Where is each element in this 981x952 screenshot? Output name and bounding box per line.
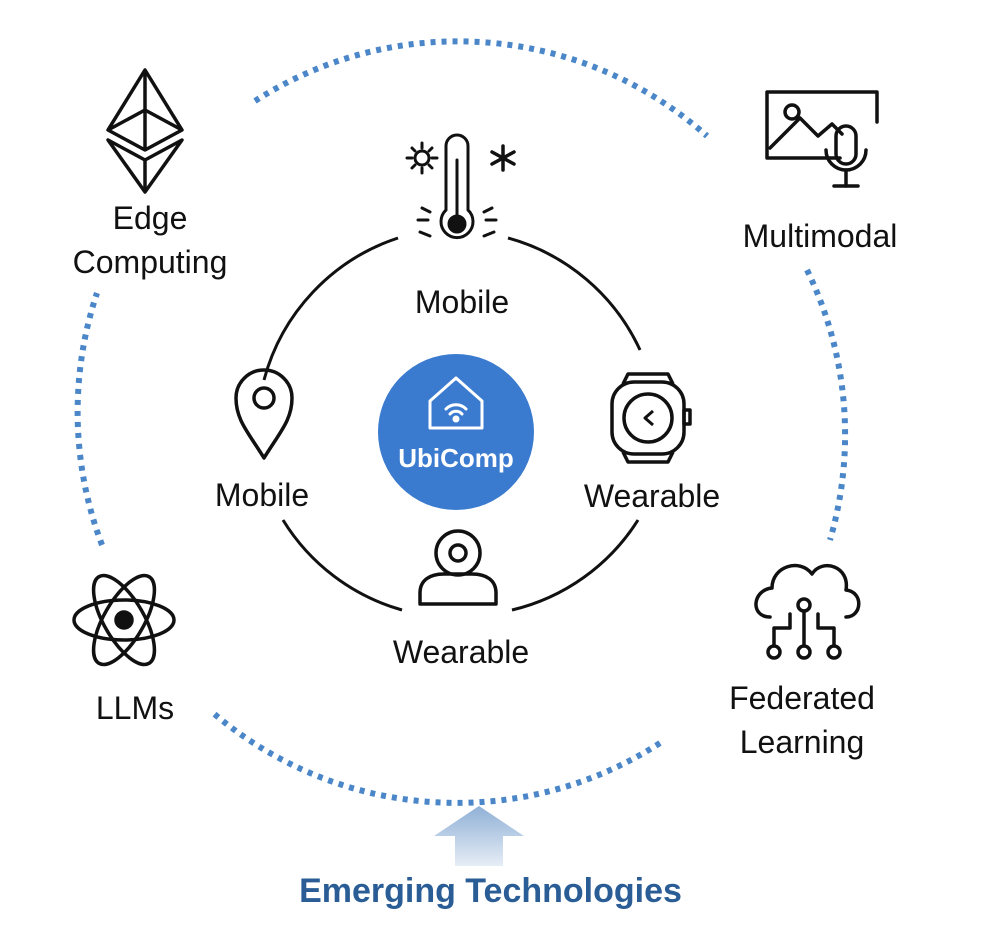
up-arrow-icon [434,806,524,866]
ethereum-diamond-icon [106,68,184,194]
inner-label-wearable-right: Wearable [583,478,721,514]
outer-label-edge-computing-line2: Computing [72,244,228,280]
outer-label-llms: LLMs [35,686,235,730]
ubicomp-hub: UbiComp [378,354,534,510]
inner-arc-top-left [262,236,399,381]
inner-arc-bottom-right [511,519,640,612]
outer-arc-bottom [210,709,662,806]
smart-home-wifi-icon [428,376,484,430]
outer-dotted-ring [74,38,849,806]
location-pin-icon [234,368,294,460]
smartwatch-icon [610,372,692,464]
hub-label: UbiComp [398,443,514,473]
outer-label-federated-learning: Federated Learning [692,676,912,764]
outer-arc-top [253,38,709,139]
outer-label-llms-line1: LLMs [95,690,175,726]
inner-ring [262,236,642,612]
inner-arc-bottom-left [281,519,403,612]
outer-label-federated-learning-line2: Learning [739,724,865,760]
inner-label-mobile-top: Mobile [414,284,510,320]
cloud-network-icon [754,563,861,660]
hub-circle [378,354,534,510]
webcam-icon [418,529,498,606]
emerging-technologies-title: Emerging Technologies [299,872,682,910]
outer-arc-left [74,292,105,547]
image-microphone-icon [765,90,879,188]
outer-label-multimodal-line1: Multimodal [742,218,898,254]
inner-label-mobile-left: Mobile [214,477,310,513]
thermometer-icon [405,133,516,240]
inner-arc-top-right [507,236,642,351]
outer-label-edge-computing: Edge Computing [40,196,260,284]
outer-label-federated-learning-line1: Federated [729,680,875,716]
outer-label-edge-computing-line1: Edge [112,200,188,236]
inner-label-wearable-bottom: Wearable [392,634,530,670]
atom-icon [72,573,176,667]
outer-arc-right [804,268,849,541]
outer-label-multimodal: Multimodal [710,214,930,258]
